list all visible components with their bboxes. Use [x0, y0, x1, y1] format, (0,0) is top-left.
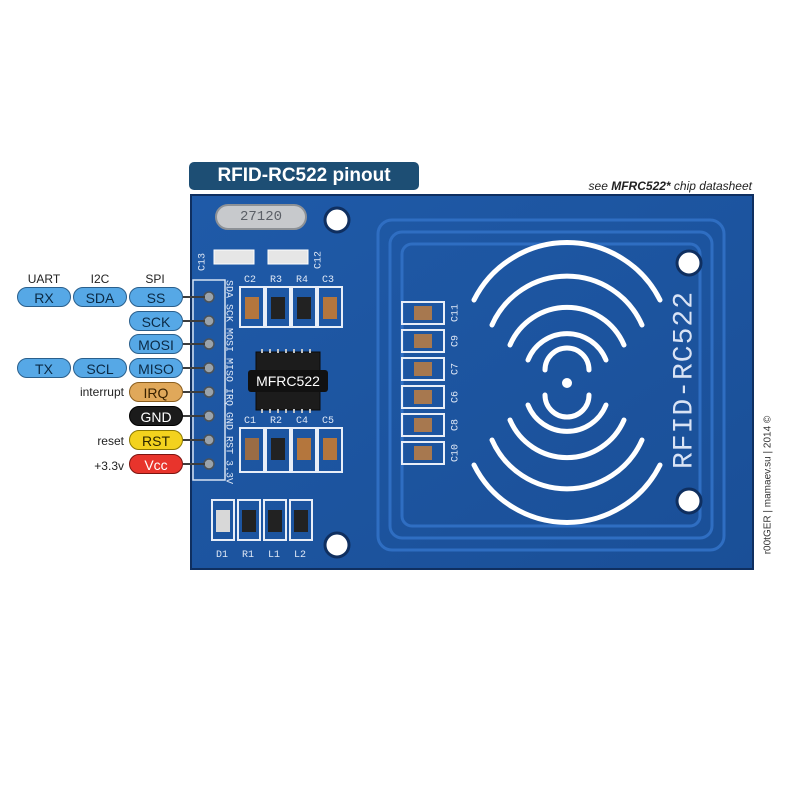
lead-mosi [183, 343, 205, 345]
header-pin-7 [203, 434, 215, 446]
datasheet-note: see MFRC522* chip datasheet [588, 179, 752, 193]
pin-uart-tx: TX [17, 358, 71, 378]
board-silk-title: RFID-RC522 [669, 290, 701, 470]
silk-r4: R4 [296, 275, 309, 286]
silk-c5: C5 [322, 416, 335, 427]
pin-gnd: GND [129, 406, 183, 426]
lead-rst [183, 439, 205, 441]
header-pin-4 [203, 362, 215, 374]
crystal-oscillator: 27120 [215, 204, 307, 230]
column-i2c: I2C [90, 272, 110, 286]
header-pin-8 [203, 458, 215, 470]
header-pin-3 [203, 338, 215, 350]
mount-hole-bottom-right [675, 487, 703, 515]
pin-mosi: MOSI [129, 334, 183, 354]
label-reset: reset [97, 434, 124, 448]
header-pin-6 [203, 410, 215, 422]
antenna-trace-outer [376, 218, 726, 552]
bottom-component-pads [211, 499, 313, 541]
silk-c11: C11 [450, 303, 462, 323]
bottom-component-bodies [216, 510, 308, 532]
antenna-trace-mid [388, 230, 714, 540]
pin-sck: SCK [129, 311, 183, 331]
lead-irq [183, 391, 205, 393]
pin-miso: MISO [129, 358, 183, 378]
crystal-cap-pads [213, 249, 309, 265]
silk-r2: R2 [270, 416, 283, 427]
silk-c8: C8 [450, 418, 462, 432]
credit-text: r00tGER | mamaev.su | 2014 © [762, 415, 774, 555]
pin-ss: SS [129, 287, 183, 307]
silk-r1: R1 [242, 550, 255, 561]
top-component-bodies [245, 297, 337, 319]
lead-vcc [183, 463, 205, 465]
lead-gnd [183, 415, 205, 417]
mount-hole-top-left [323, 206, 351, 234]
chip-label: MFRC522 [248, 370, 328, 392]
label-3v3: +3.3v [94, 459, 124, 473]
pin-silk-labels: SDA SCK MOSI MISO IRQ GND RST 3.3V [222, 279, 234, 485]
silk-l2: L2 [294, 550, 307, 561]
pin-rst: RST [129, 430, 183, 450]
header-pin-1 [203, 291, 215, 303]
chip-leads [261, 349, 311, 413]
silk-c9: C9 [450, 334, 462, 348]
rfid-wave-center [562, 378, 572, 388]
column-spi: SPI [145, 272, 165, 286]
silk-c2: C2 [244, 275, 257, 286]
mid-component-bodies [245, 438, 337, 460]
cap-column-bodies [414, 306, 432, 460]
pin-uart-rx: RX [17, 287, 71, 307]
silk-c1: C1 [244, 416, 257, 427]
label-interrupt: interrupt [79, 385, 124, 399]
pin-i2c-scl: SCL [73, 358, 127, 378]
lead-sck [183, 320, 205, 322]
silk-c3: C3 [322, 275, 335, 286]
pin-i2c-sda: SDA [73, 287, 127, 307]
mid-component-pads [239, 427, 343, 473]
mount-hole-top-right [675, 249, 703, 277]
silk-c7: C7 [450, 362, 462, 376]
silk-d1: D1 [216, 550, 229, 561]
silk-c12: C12 [313, 250, 325, 270]
rfid-wave-icon [471, 240, 663, 525]
silk-r3: R3 [270, 275, 283, 286]
mount-hole-bottom-left [323, 531, 351, 559]
mounting-holes [323, 206, 703, 559]
silk-c13: C13 [197, 252, 209, 272]
diagram-title: RFID-RC522 pinout [189, 162, 419, 190]
header-pins [203, 291, 215, 470]
top-component-pads [239, 286, 343, 328]
lead-miso [183, 367, 205, 369]
column-uart: UART [27, 272, 61, 286]
silk-c10: C10 [450, 443, 462, 463]
silk-c6: C6 [450, 390, 462, 404]
header-pin-5 [203, 386, 215, 398]
pin-vcc: Vcc [129, 454, 183, 474]
lead-ss [183, 296, 205, 298]
silk-l1: L1 [268, 550, 281, 561]
pin-irq: IRQ [129, 382, 183, 402]
header-pin-2 [203, 315, 215, 327]
cap-column-pads [401, 301, 445, 465]
silk-c4: C4 [296, 416, 309, 427]
pin-header-outline [192, 279, 226, 481]
